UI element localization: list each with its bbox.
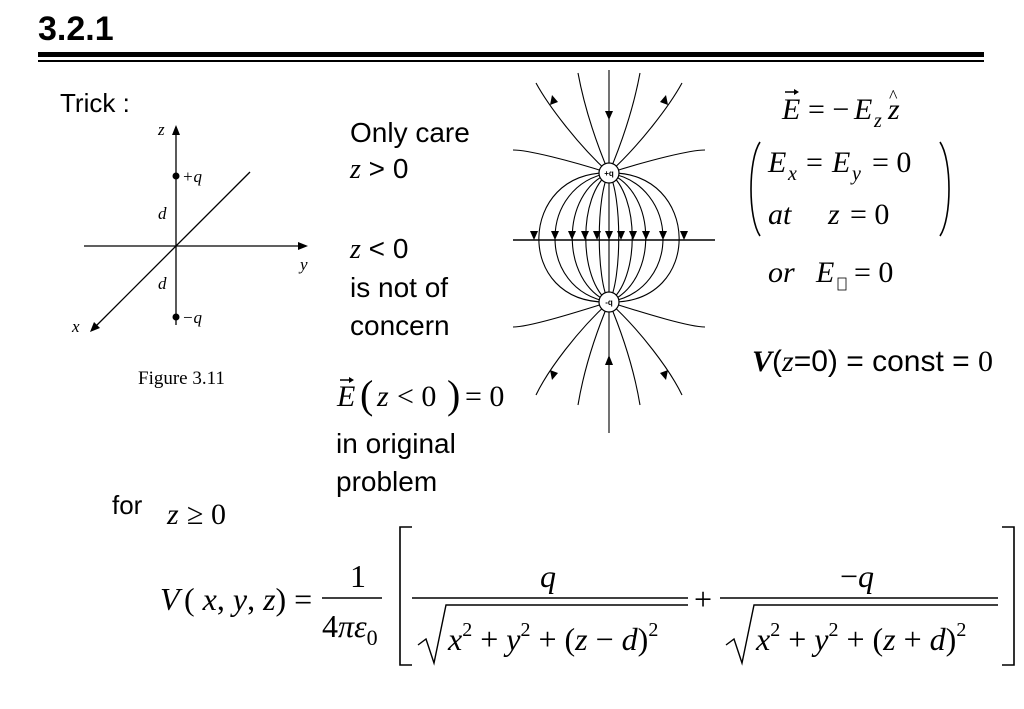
only-care-text: Only care (350, 117, 470, 148)
coef-denominator: 4πε0 (322, 608, 378, 650)
E-symbol: E (781, 93, 800, 126)
for-condition: z ≥ 0 (166, 498, 226, 531)
term1-numerator: q (540, 558, 556, 594)
charge-minus-label: −q (182, 308, 202, 327)
for-label: for (112, 490, 143, 520)
hat-mark: ^ (889, 86, 898, 106)
eq-zero: = 0 (854, 256, 893, 289)
note-z-negative: z < 0 is not of concern (350, 230, 450, 345)
eq-parallel-zero: or E = 0 (768, 256, 893, 291)
title-rule-thin (38, 60, 984, 62)
concern-text: concern (350, 310, 450, 341)
z-gt-zero: z > 0 (350, 151, 470, 188)
note-only-care: Only care z > 0 (350, 115, 470, 188)
or-word: or (768, 256, 795, 289)
gt-zero-text: > 0 (360, 153, 409, 184)
V0-open: ( (772, 345, 783, 378)
axis-x-label: x (71, 317, 80, 336)
figure-caption: Figure 3.11 (138, 368, 225, 389)
eq1: = (806, 146, 823, 179)
not-of-text: is not of (350, 272, 449, 303)
E-z-symbol: E (853, 93, 872, 126)
bracket-right (939, 141, 950, 237)
field-lines (512, 70, 715, 433)
z-axis-arrow (172, 125, 180, 135)
charge-plus-label: +q (182, 167, 202, 186)
equals-minus: = − (808, 93, 849, 126)
z-variable: z (350, 234, 361, 265)
geq-zero: ≥ 0 (187, 498, 226, 531)
field-arrows (530, 95, 688, 380)
bracket-right (1002, 526, 1015, 666)
potential-lhs-args: ( x, y, z) = (184, 581, 312, 617)
paren-open: ( (360, 372, 373, 417)
positive-charge-label: +q (604, 169, 614, 178)
x-axis-arrow (90, 322, 100, 332)
Ex-symbol: E (767, 146, 786, 179)
term2-denominator: x2 + y2 + (z + d)2 (755, 619, 966, 657)
title-rule (38, 52, 984, 57)
eq-field-zero-below: E ( z < 0 ) = 0 (336, 372, 504, 417)
z-variable: z (827, 198, 840, 231)
bracket-left (750, 141, 761, 237)
term1-sqrt (417, 604, 688, 666)
axes-figure: z y x +q −q d d (71, 120, 308, 336)
distance-top-label: d (158, 204, 167, 223)
eq-potential: V ( x, y, z) = 1 4πε0 q x2 + y2 + (z − d… (160, 526, 1015, 666)
E-symbol: E (336, 380, 355, 413)
vector-arrow (349, 377, 354, 383)
sub-y: y (850, 163, 861, 185)
coef-numerator: 1 (350, 558, 366, 594)
Ey-symbol: E (831, 146, 850, 179)
problem-text: problem (336, 466, 438, 497)
eq-zero: = 0 (465, 380, 504, 413)
axis-y-label: y (298, 255, 308, 274)
bracket-left (399, 526, 412, 666)
V0-zero: 0 (978, 345, 993, 378)
plus-sign: + (694, 581, 712, 617)
potential-lhs: V (160, 581, 183, 617)
z-variable: z (376, 380, 389, 413)
lt-zero-text: < 0 (360, 233, 409, 264)
subscript-z: z (873, 110, 882, 132)
axis-z-label: z (157, 120, 165, 139)
negative-charge-circle (598, 291, 620, 313)
z-variable: z (350, 154, 361, 185)
trick-label: Trick : (60, 88, 130, 118)
term1-denominator: x2 + y2 + (z − d)2 (447, 619, 658, 657)
V0-eq0: =0) (793, 345, 838, 378)
eq-boundary-conditions: E x = E y = 0 at z = 0 (750, 141, 950, 237)
parallel-subscript-glyph (837, 277, 847, 291)
y-axis-arrow (298, 242, 308, 250)
paren-close: ) (447, 372, 460, 417)
positive-charge-circle (598, 162, 620, 184)
eq-potential-boundary: V(z=0) = const = 0 (752, 345, 993, 379)
vector-arrow (794, 89, 799, 95)
charge-minus-dot (172, 313, 180, 321)
slide-title: 3.2.1 (38, 10, 114, 48)
lt-sign: < 0 (397, 380, 436, 413)
distance-bottom-label: d (158, 274, 167, 293)
eq-field-direction: E = − E z z ^ (781, 86, 900, 132)
z-variable: z (782, 345, 794, 378)
sub-x: x (787, 163, 797, 185)
z-lt-zero: z < 0 (350, 230, 450, 269)
V0-rest: = const = (837, 345, 978, 378)
x-axis (91, 171, 251, 331)
at-word: at (768, 198, 792, 231)
charge-plus-dot (172, 172, 180, 180)
E-symbol: E (815, 256, 834, 289)
eq-zero: = 0 (850, 198, 889, 231)
z-variable: z (166, 498, 179, 531)
eq2: = 0 (872, 146, 911, 179)
term2-numerator: −q (840, 558, 874, 594)
in-original-text: in original (336, 428, 456, 459)
dipole-field-figure: +q -q (512, 70, 715, 433)
z-hat-symbol: z (887, 93, 900, 126)
V-symbol: V (752, 345, 773, 378)
term2-sqrt (725, 604, 998, 666)
negative-charge-label: -q (605, 298, 613, 307)
note-original-problem: in original problem (336, 425, 456, 501)
